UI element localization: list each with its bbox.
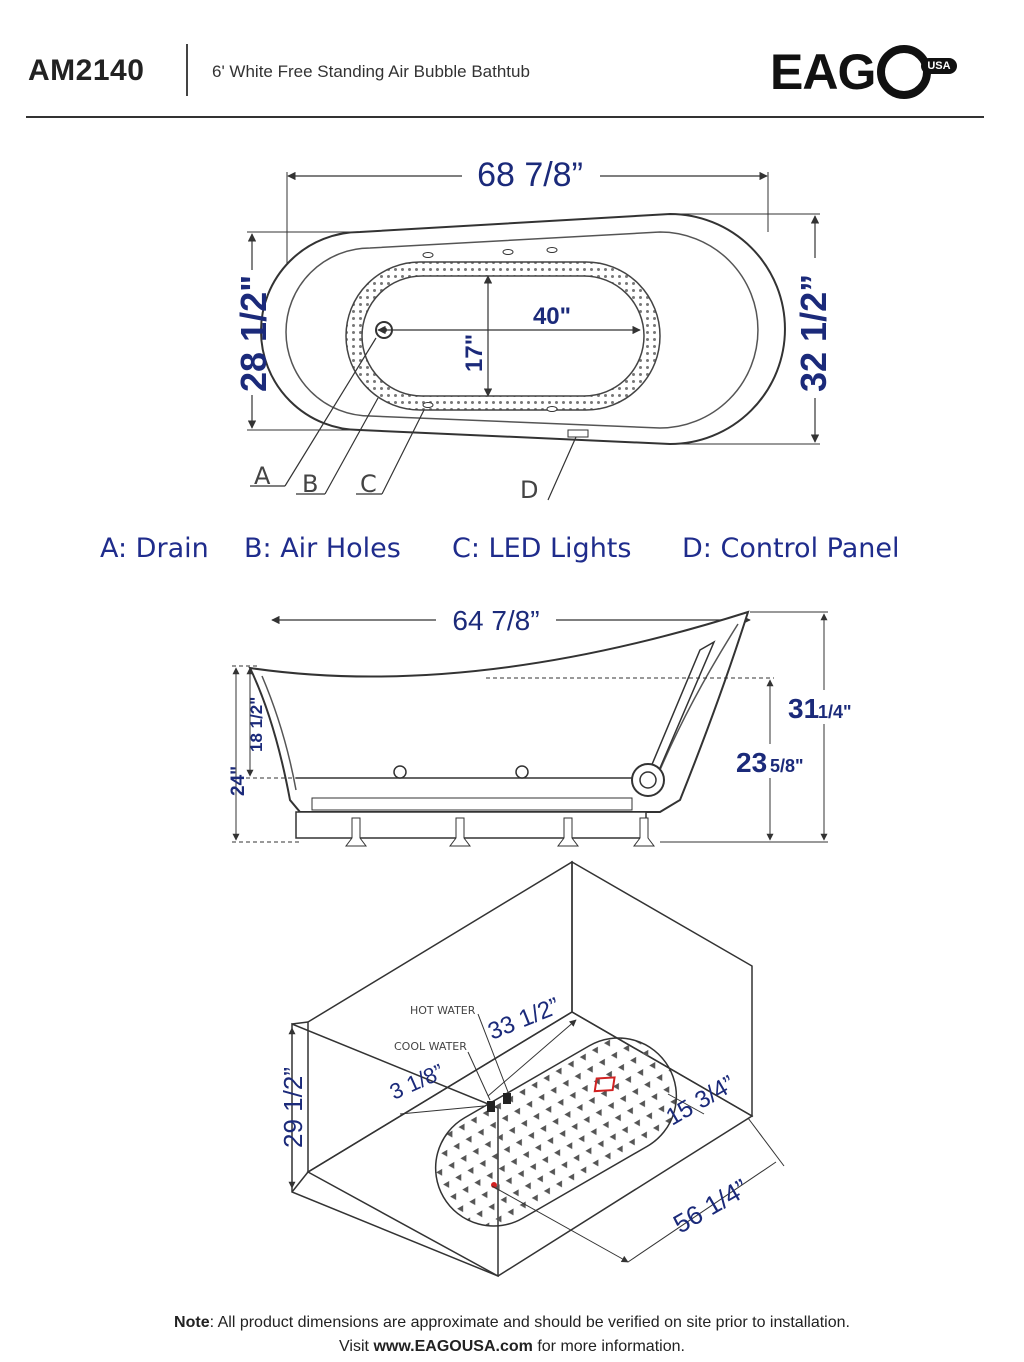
visit-prefix: Visit [339,1338,374,1355]
footer-note: Note: All product dimensions are approxi… [0,1314,1024,1332]
side-air-jet [393,765,407,779]
leader-d [547,436,577,501]
side-view: 64 7/8” 18 1/2" 24" [228,605,864,847]
tub-side-motor-inner [639,771,657,789]
tub-skirt [295,811,647,839]
wall-edge [291,1021,309,1025]
logo-text: EAG [770,44,876,100]
legend-led-lights: C: LED Lights [452,533,632,564]
tub-side-inner-left [261,675,297,791]
legend-control-panel: D: Control Panel [682,533,900,564]
wall-height: 29 1/2” [278,1067,308,1148]
logo-usa-badge: USA [921,58,957,74]
hot-water-label: HOT WATER [410,1004,476,1017]
drain-length-line [491,1185,629,1263]
control-panel-shape [567,429,589,438]
right-width: 32 1/2” [793,274,834,392]
tub-side-inner-right [659,623,739,771]
visit-suffix: for more information. [532,1338,685,1355]
tub-feet [345,817,655,847]
back-height-bg [784,690,864,724]
eago-logo: EAG USA [770,44,967,100]
website-link[interactable]: www.EAGOUSA.com [373,1338,533,1355]
mid-height-int: 23 [736,747,767,778]
mid-height-bg [732,744,812,778]
footer-visit: Visit www.EAGOUSA.com for more informati… [0,1338,1024,1356]
back-height-int: 31 [788,693,819,724]
cool-water-leader [467,1051,491,1101]
basin-floor [361,275,645,397]
tub-base-plate [311,797,633,811]
leader-b [324,397,379,495]
label-a: A [254,462,271,490]
inner-height: 18 1/2" [247,697,266,752]
label-d: D [520,476,538,504]
legend-drain: A: Drain [100,533,209,564]
drain-length: 56 1/4” [668,1173,753,1239]
side-air-jet [515,765,529,779]
legend-air-holes: B: Air Holes [244,533,401,564]
led-light [502,249,514,255]
led-light [422,402,434,408]
top-view: 68 7/8” 40" 17" 28 1/2" 32 1/2” [233,156,834,504]
installation-view: HOT WATER COOL WATER 33 1/2” 3 1/8” 29 1… [278,860,785,1278]
top-overall-length: 68 7/8” [477,156,583,194]
floor [306,1011,754,1277]
led-light [546,406,558,412]
note-label: Note [174,1314,210,1331]
model-number: AM2140 [28,54,145,87]
left-height: 24" [228,766,249,796]
mid-height-frac: 5/8" [770,756,804,776]
drain-length-ext [627,1161,777,1263]
leader-a [284,337,377,487]
led-light [422,252,434,258]
note-text: : All product dimensions are approximate… [209,1314,850,1331]
cool-water-label: COOL WATER [394,1040,467,1053]
led-light [546,247,558,253]
wall-distance: 33 1/2” [484,993,563,1046]
wall-edge [291,1171,309,1193]
tub-side-body [248,610,750,813]
tub-rim-inner [285,231,759,429]
label-c: C [360,470,377,498]
drain-width-ext [667,1093,705,1115]
leader-c [381,409,425,495]
basin-width: 17" [461,334,488,372]
header: AM2140 6' White Free Standing Air Bubble… [0,0,1024,118]
tub-side-motor-icon [631,763,665,797]
drain-length-wall-ext [747,1117,785,1167]
cool-water-pipe [487,1101,495,1112]
header-rule [26,116,984,118]
header-divider [186,44,188,96]
left-width: 28 1/2" [233,275,274,392]
label-b: B [302,470,318,498]
hot-water-pipe [503,1093,511,1104]
basin-length: 40" [533,303,571,330]
back-height-frac: 1/4" [818,702,852,722]
product-subtitle: 6' White Free Standing Air Bubble Bathtu… [212,62,530,81]
hot-water-leader [477,1013,509,1093]
tub-footprint [434,1037,678,1227]
side-top-length: 64 7/8” [452,605,539,636]
wall-distance-line [487,1019,577,1097]
pipe-spacing-line [399,1105,485,1115]
